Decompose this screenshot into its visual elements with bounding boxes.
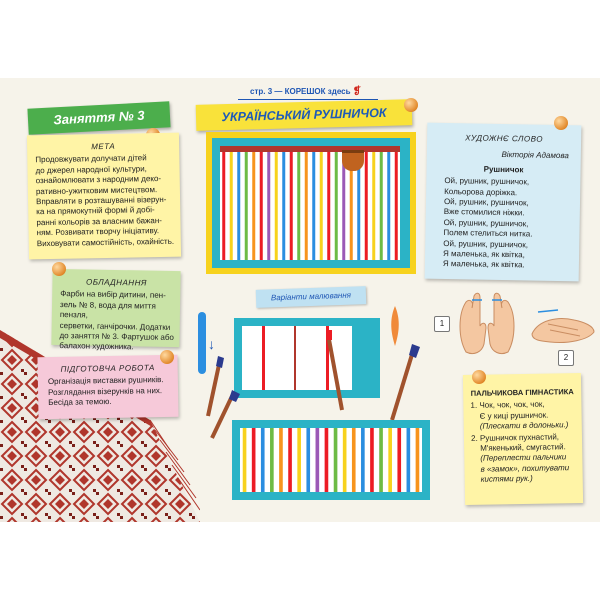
finger-gym-item-note: (Переплести пальчики в «замок», похитува… xyxy=(480,452,570,484)
towel-stripe xyxy=(251,428,256,492)
towel-stripe xyxy=(259,152,263,260)
poem-line: Я маленька, як квітка. xyxy=(442,259,525,270)
step1-stripe xyxy=(294,326,296,390)
finger-gym-list: Чок, чок, чок, чок, Є у киці рушничок. (… xyxy=(463,399,582,485)
towel-stripe xyxy=(267,152,271,260)
towel-stripe xyxy=(319,152,323,260)
list-item: Чок, чок, чок, чок, Є у киці рушничок. (… xyxy=(479,399,582,432)
towel-stripe xyxy=(364,152,368,260)
towel-stripe xyxy=(342,428,347,492)
blue-stroke-demo xyxy=(198,312,206,374)
equipment-note: ОБЛАДНАННЯ Фарби на вибір дитини, пен- з… xyxy=(51,268,181,352)
towel-stripe xyxy=(388,428,392,492)
towel-cloth xyxy=(220,146,400,260)
poem-author: Вікторія Адамова xyxy=(501,150,569,161)
finger-gym-item-text: Чок, чок, чок, чок, Є у киці рушничок. xyxy=(479,400,549,421)
towel-stripe xyxy=(288,428,292,492)
towel-stripe xyxy=(357,152,361,260)
paintbrush-icon xyxy=(210,390,240,439)
towel-stripe xyxy=(304,152,308,260)
paintbrush-icon xyxy=(390,344,420,421)
goal-note: МЕТА Продовжувати долучати дітей до джер… xyxy=(26,132,182,260)
step1-red-stripe xyxy=(262,326,265,390)
towel-stripe xyxy=(244,152,248,260)
step2-towel xyxy=(232,420,430,500)
list-item: Рушничок пухнастий, М'якенький, смугасти… xyxy=(480,432,583,486)
strip-underline xyxy=(238,99,378,100)
towel-stripe xyxy=(270,428,274,492)
pushpin-icon xyxy=(472,370,486,384)
towel-stripe xyxy=(342,152,346,260)
poem-title: Рушничок xyxy=(483,164,524,175)
pushpin-icon xyxy=(404,98,418,112)
prep-text: Організація виставки рушників. Розглядан… xyxy=(47,375,164,408)
paintbrush-icon xyxy=(391,306,399,346)
towel-stripe xyxy=(260,428,265,492)
pushpin-icon xyxy=(160,350,174,364)
towel-stripe xyxy=(252,152,256,260)
towel-stripe xyxy=(415,428,420,492)
red-ribbon-icon: ❡ xyxy=(352,86,362,97)
towel-stripe xyxy=(324,428,329,492)
variants-label: Варіанти малювання xyxy=(255,286,367,308)
paint-pot-icon xyxy=(342,150,364,171)
towel-stripe xyxy=(229,152,233,260)
pushpin-icon xyxy=(554,116,568,130)
art-word-heading: ХУДОЖНЄ СЛОВО xyxy=(465,133,544,144)
towel-stripe xyxy=(333,428,338,492)
prep-note: ПІДГОТОВЧА РОБОТА Організація виставки р… xyxy=(37,354,179,420)
finger-gym-item-note: (Плескати в долоньки.) xyxy=(479,420,569,431)
towel-stripe xyxy=(315,428,320,492)
towel-stripe xyxy=(279,428,283,492)
towel-stripes-bottom xyxy=(242,428,420,492)
towel-top-border xyxy=(220,146,400,152)
towel-stripe xyxy=(222,152,226,260)
finger-gym-note: ПАЛЬЧИКОВА ГІМНАСТИКА Чок, чок, чок, чок… xyxy=(462,372,584,506)
art-word-note: ХУДОЖНЄ СЛОВО Вікторія Адамова Рушничок … xyxy=(424,122,582,282)
paintbrush-icon xyxy=(206,356,224,417)
towel-stripe xyxy=(379,428,383,492)
goal-text: Продовжувати долучати дітей до джерел на… xyxy=(35,153,175,248)
towel-stripe xyxy=(274,152,278,260)
step1-stripe xyxy=(326,326,329,390)
arrow-down-icon: ↓ xyxy=(208,336,215,352)
spine-strip: стр. 3 — КОРЕШОК здесь ❡ xyxy=(250,86,372,102)
towel-stripe xyxy=(327,152,331,260)
interlocked-fingers-icon xyxy=(531,309,595,343)
finger-gym-item-text: Рушничок пухнастий, М'якенький, смугасти… xyxy=(479,431,566,453)
step1-towel xyxy=(234,318,380,398)
towel-stripe xyxy=(406,428,411,492)
towel-stripe xyxy=(394,152,398,260)
towel-stripe xyxy=(242,428,247,492)
towel-stripe xyxy=(297,428,301,492)
pushpin-icon xyxy=(52,262,66,276)
towel-stripe xyxy=(370,428,374,492)
towel-stripe xyxy=(297,152,301,260)
towel-stripe xyxy=(334,152,338,260)
towel-stripe xyxy=(237,152,241,260)
towel-stripes-main xyxy=(222,152,398,260)
towel-stripe xyxy=(312,152,316,260)
towel-illustration-frame xyxy=(206,132,416,274)
towel-stripe xyxy=(379,152,383,260)
poem-lines: Ой, рушник, рушничок, Кольорова доріжка.… xyxy=(425,176,581,272)
clapping-hands-icon xyxy=(459,292,515,355)
paintbrush-icon xyxy=(326,330,344,411)
finger-gym-heading: ПАЛЬЧИКОВА ГІМНАСТИКА xyxy=(470,387,574,398)
page-label: стр. 3 xyxy=(250,87,273,96)
towel-stripe xyxy=(397,428,402,492)
towel-stripe xyxy=(372,152,376,260)
towel-stripe xyxy=(289,152,293,260)
equipment-text: Фарби на вибір дитини, пен- зель № 8, во… xyxy=(59,289,174,352)
towel-stripe xyxy=(361,428,365,492)
towel-stripe xyxy=(306,428,311,492)
towel-stripe xyxy=(282,152,286,260)
towel-stripe xyxy=(387,152,391,260)
step-number-badge: 1 xyxy=(434,316,450,332)
towel-stripe xyxy=(351,428,356,492)
spine-label: — КОРЕШОК здесь xyxy=(274,87,351,96)
step-number-badge: 2 xyxy=(558,350,574,366)
towel-stripe xyxy=(349,152,353,260)
